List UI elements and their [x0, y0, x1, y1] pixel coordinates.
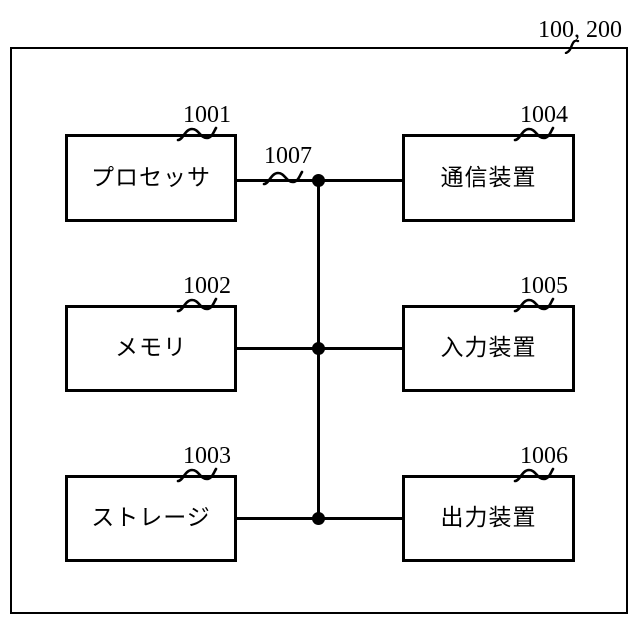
connector-bus-to-input-device	[317, 347, 403, 350]
block-memory-leader-squiggle-icon	[176, 297, 224, 313]
block-processor: プロセッサ	[65, 134, 237, 222]
bus-ref-label: 1007	[264, 143, 312, 169]
block-input-device: 入力装置	[402, 305, 575, 392]
bus-junction-dot-row1	[312, 174, 325, 187]
block-input-device-ref-label: 1005	[520, 273, 568, 299]
block-storage-label: ストレージ	[91, 505, 211, 531]
block-memory-ref-label: 1002	[183, 273, 231, 299]
block-communication-device-label: 通信装置	[440, 164, 537, 191]
connector-memory-to-bus	[237, 347, 320, 350]
block-storage: ストレージ	[65, 475, 237, 562]
block-communication-device-leader-squiggle-icon	[513, 126, 561, 142]
apparatus-outer-frame	[10, 47, 628, 614]
block-memory: メモリ	[65, 305, 237, 392]
block-input-device-leader-squiggle-icon	[513, 297, 561, 313]
block-output-device-label: 出力装置	[440, 505, 537, 531]
block-output-device: 出力装置	[402, 475, 575, 562]
connector-processor-to-bus	[237, 179, 320, 182]
block-processor-ref-label: 1001	[183, 102, 231, 128]
bus-junction-dot-row3	[312, 512, 325, 525]
bus-junction-dot-row2	[312, 342, 325, 355]
apparatus-ref-label: 100, 200	[538, 17, 622, 43]
connector-storage-to-bus	[237, 517, 320, 520]
connector-bus-to-output-device	[317, 517, 403, 520]
block-communication-device-ref-label: 1004	[520, 102, 568, 128]
block-storage-leader-squiggle-icon	[176, 467, 224, 483]
block-output-device-leader-squiggle-icon	[513, 467, 561, 483]
block-processor-leader-squiggle-icon	[176, 126, 224, 142]
block-output-device-ref-label: 1006	[520, 443, 568, 469]
apparatus-leader-squiggle-icon	[562, 40, 586, 54]
block-processor-label: プロセッサ	[91, 164, 211, 191]
block-storage-ref-label: 1003	[183, 443, 231, 469]
bus-leader-squiggle-icon	[262, 168, 308, 186]
block-memory-label: メモリ	[115, 335, 187, 361]
block-communication-device: 通信装置	[402, 134, 575, 222]
block-input-device-label: 入力装置	[440, 335, 537, 361]
connector-bus-to-communication-device	[317, 179, 403, 182]
